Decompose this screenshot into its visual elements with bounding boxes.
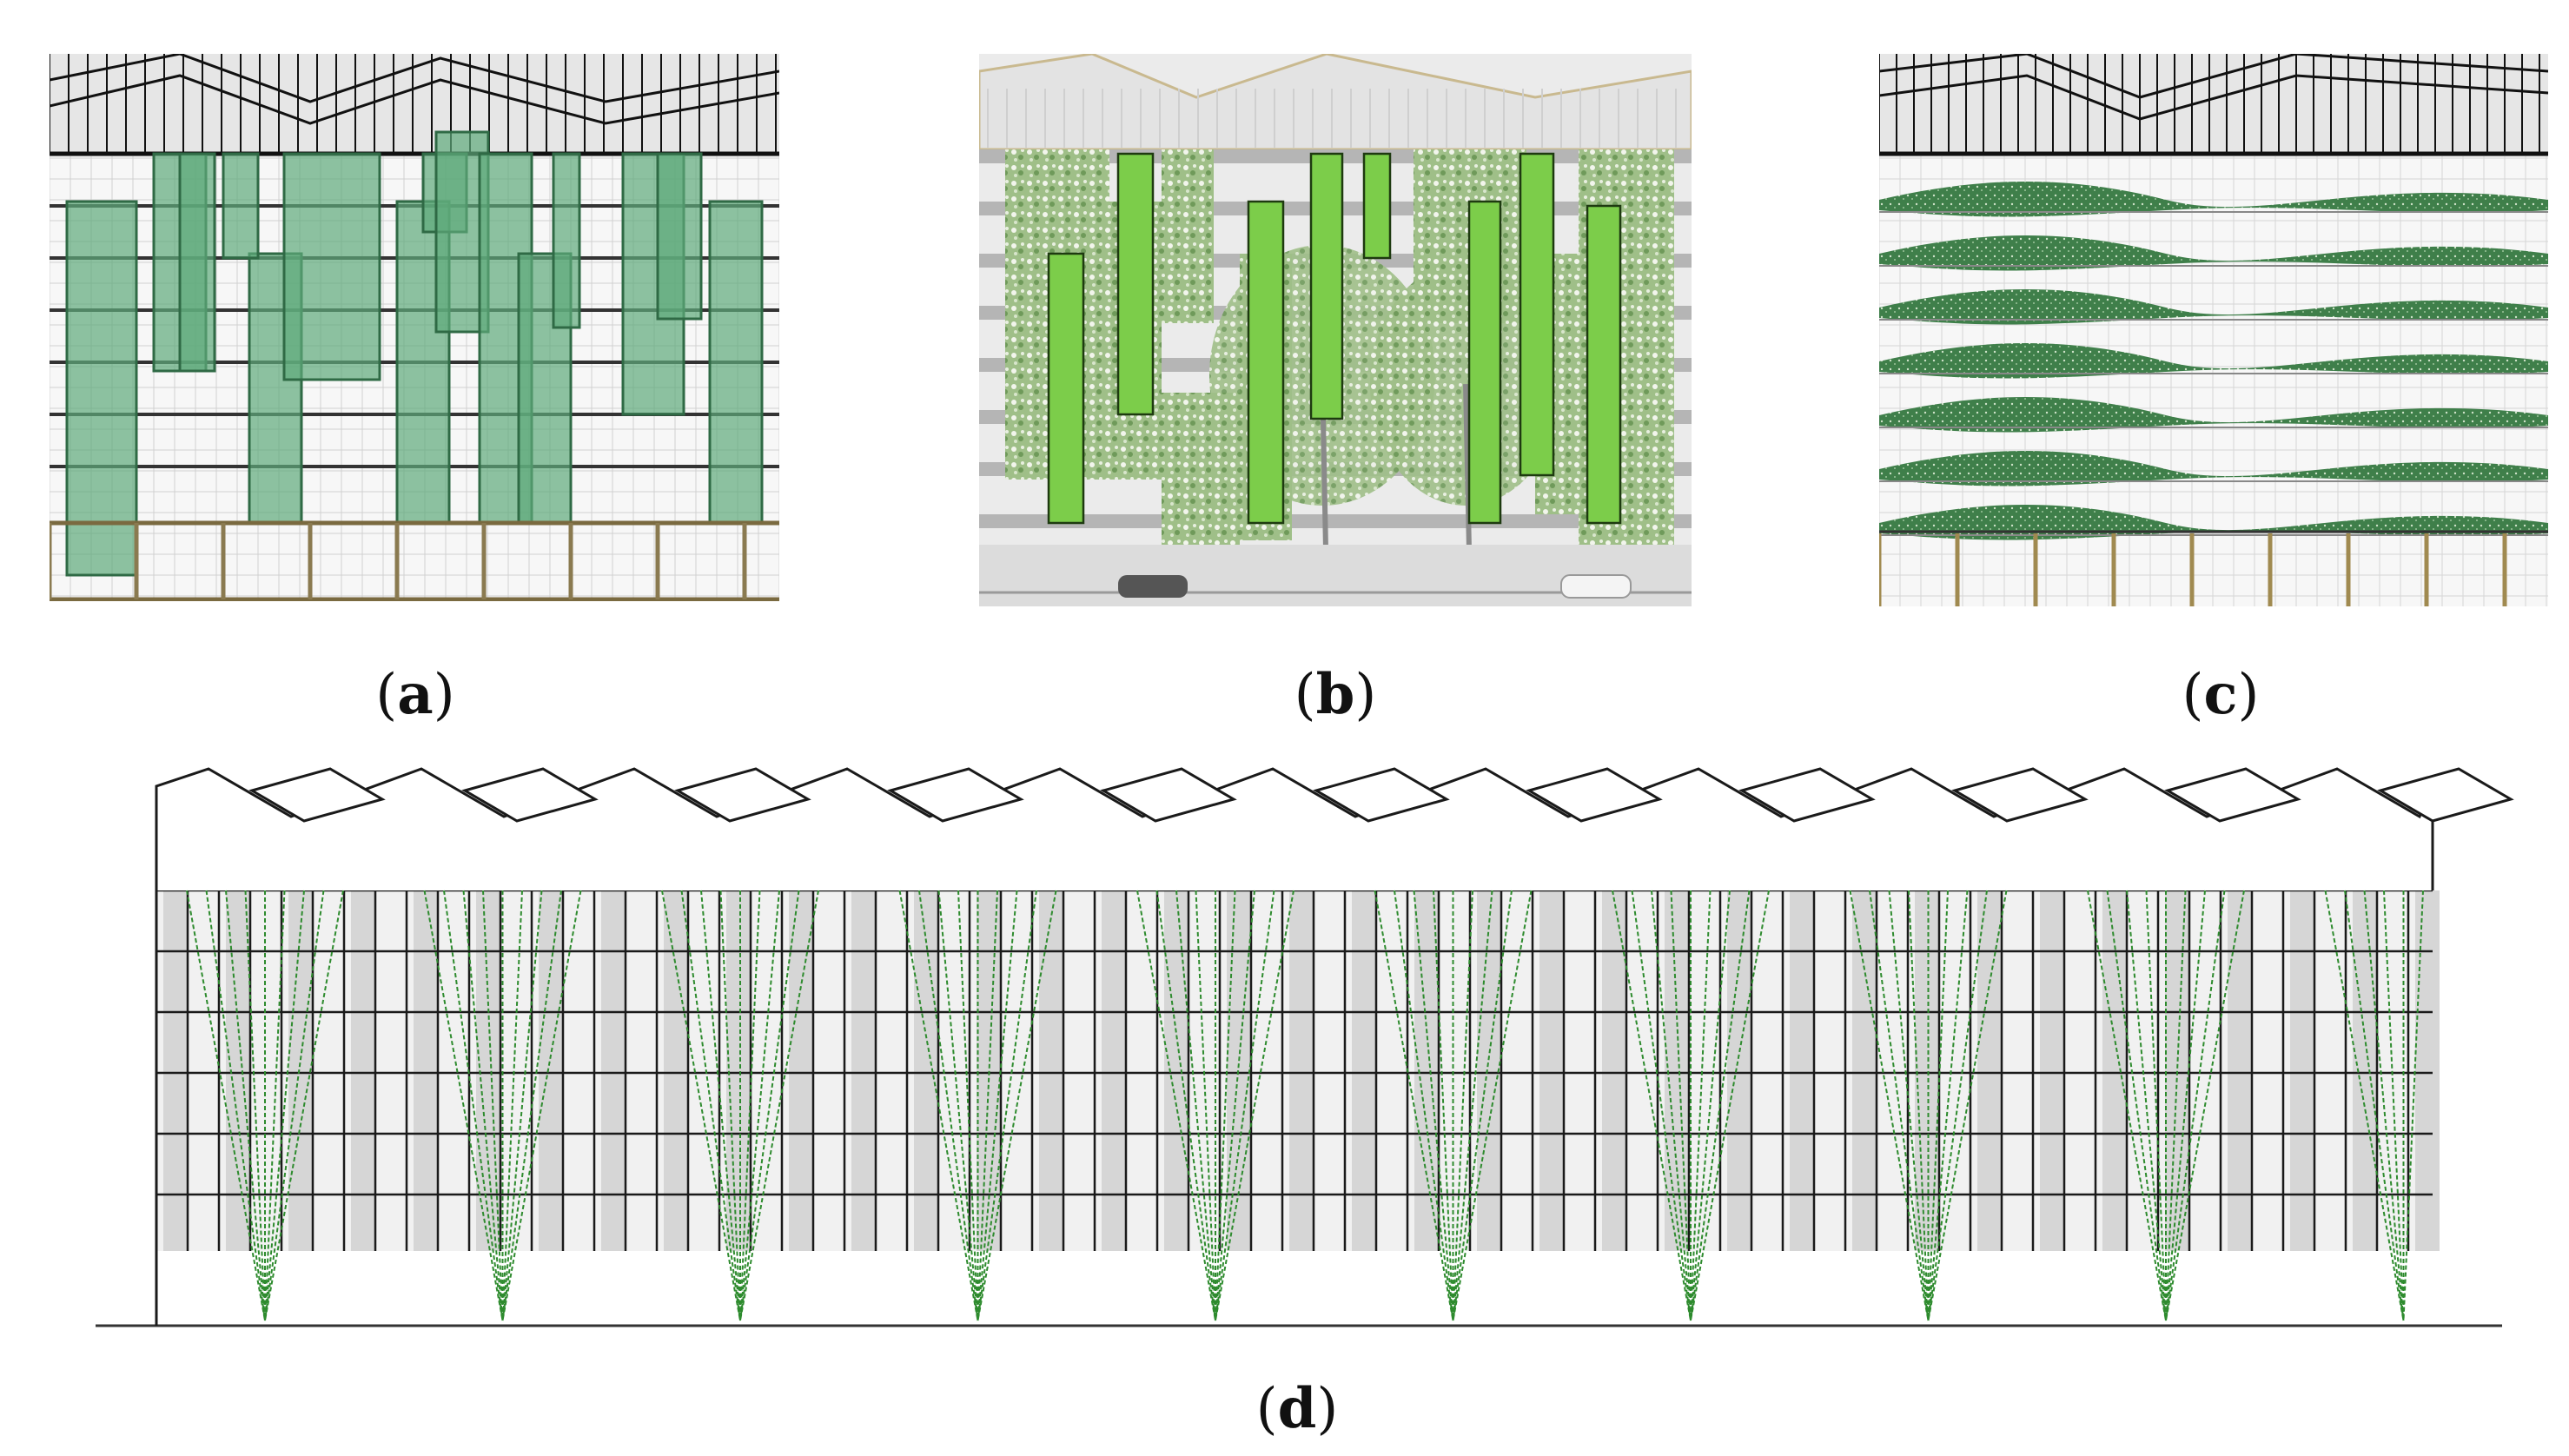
skylight (1100, 767, 1237, 823)
panel-b-drawing (979, 54, 1692, 606)
glass-strip (1727, 890, 1751, 1251)
cable-array (1136, 890, 1294, 1321)
skylight (2164, 767, 2301, 823)
glass-strip (2102, 890, 2127, 1251)
glass-strip (2228, 890, 2252, 1251)
green-strip (1879, 397, 2548, 433)
glass-strip (414, 890, 438, 1251)
skylight (887, 767, 1024, 823)
glass-strip (539, 890, 563, 1251)
skylight (2377, 767, 2514, 823)
green-bar (1309, 152, 1344, 420)
cable-array (1612, 890, 1770, 1321)
green-bar (1362, 152, 1392, 260)
green-panel (552, 152, 581, 329)
glass-strip (2290, 890, 2314, 1251)
glass-strip (1102, 890, 1126, 1251)
caption-b: (b) (1294, 662, 1377, 727)
foliage-block (1162, 149, 1214, 323)
glass-strip (226, 890, 250, 1251)
glass-strip (1602, 890, 1626, 1251)
green-bar (1519, 152, 1555, 477)
green-panel (282, 152, 381, 381)
glass-strip (288, 890, 313, 1251)
green-strip (1879, 451, 2548, 486)
panel-a-roof (50, 54, 779, 156)
glass-strip (2040, 890, 2064, 1251)
panel-b-cars (1118, 574, 1632, 599)
green-panel (65, 200, 138, 577)
green-bar (1047, 252, 1085, 525)
green-strip (1879, 289, 2548, 325)
panel-c (1879, 54, 2548, 606)
glass-strip (2415, 890, 2440, 1251)
cable-array (2087, 890, 2245, 1321)
green-strip (1879, 182, 2548, 217)
skylight (1313, 767, 1450, 823)
glass-strip (601, 890, 626, 1251)
green-panel (178, 152, 216, 373)
panel-b (979, 54, 1692, 606)
panel-a (50, 54, 779, 601)
panel-d (87, 756, 2519, 1329)
glass-strip (789, 890, 813, 1251)
glass-strip (163, 890, 188, 1251)
glass-strip (2353, 890, 2377, 1251)
green-bar (1247, 200, 1285, 525)
green-panel (656, 152, 703, 321)
caption-a: (a) (375, 662, 455, 727)
glass-strip (1539, 890, 1564, 1251)
glass-strip (1352, 890, 1376, 1251)
green-bar (1586, 204, 1622, 525)
skylight (1738, 767, 1876, 823)
glass-strip (1977, 890, 2002, 1251)
green-bar (1467, 200, 1502, 525)
glass-strip (1790, 890, 1814, 1251)
glass-strip (1164, 890, 1188, 1251)
skylight (674, 767, 811, 823)
cable-array (2324, 890, 2424, 1321)
glass-strip (726, 890, 751, 1251)
panel-c-drawing (1879, 54, 2548, 606)
glass-strip (351, 890, 375, 1251)
green-strip (1879, 343, 2548, 379)
caption-c: (c) (2182, 662, 2260, 727)
panel-d-drawing (96, 767, 2514, 1327)
green-panel (222, 152, 260, 260)
glass-strip (664, 890, 688, 1251)
glass-strip (1852, 890, 1877, 1251)
skylight (248, 767, 386, 823)
glass-strip (851, 890, 876, 1251)
glass-strip (1414, 890, 1439, 1251)
panel-a-drawing (50, 54, 779, 601)
glass-strip (1915, 890, 1939, 1251)
green-strip (1879, 235, 2548, 271)
skylight (1951, 767, 2089, 823)
cable-array (661, 890, 819, 1321)
glass-strip (914, 890, 938, 1251)
skylight (1526, 767, 1663, 823)
glass-strip (1289, 890, 1314, 1251)
cable-array (1849, 890, 2008, 1321)
green-panel (708, 200, 764, 525)
cable-array (898, 890, 1057, 1321)
floor-band (979, 514, 1692, 528)
skylight (461, 767, 599, 823)
cable-array (186, 890, 344, 1321)
green-bar (1116, 152, 1155, 416)
cable-array (423, 890, 582, 1321)
caption-d: (d) (1255, 1376, 1339, 1441)
cable-array (1374, 890, 1533, 1321)
glass-strip (1039, 890, 1063, 1251)
